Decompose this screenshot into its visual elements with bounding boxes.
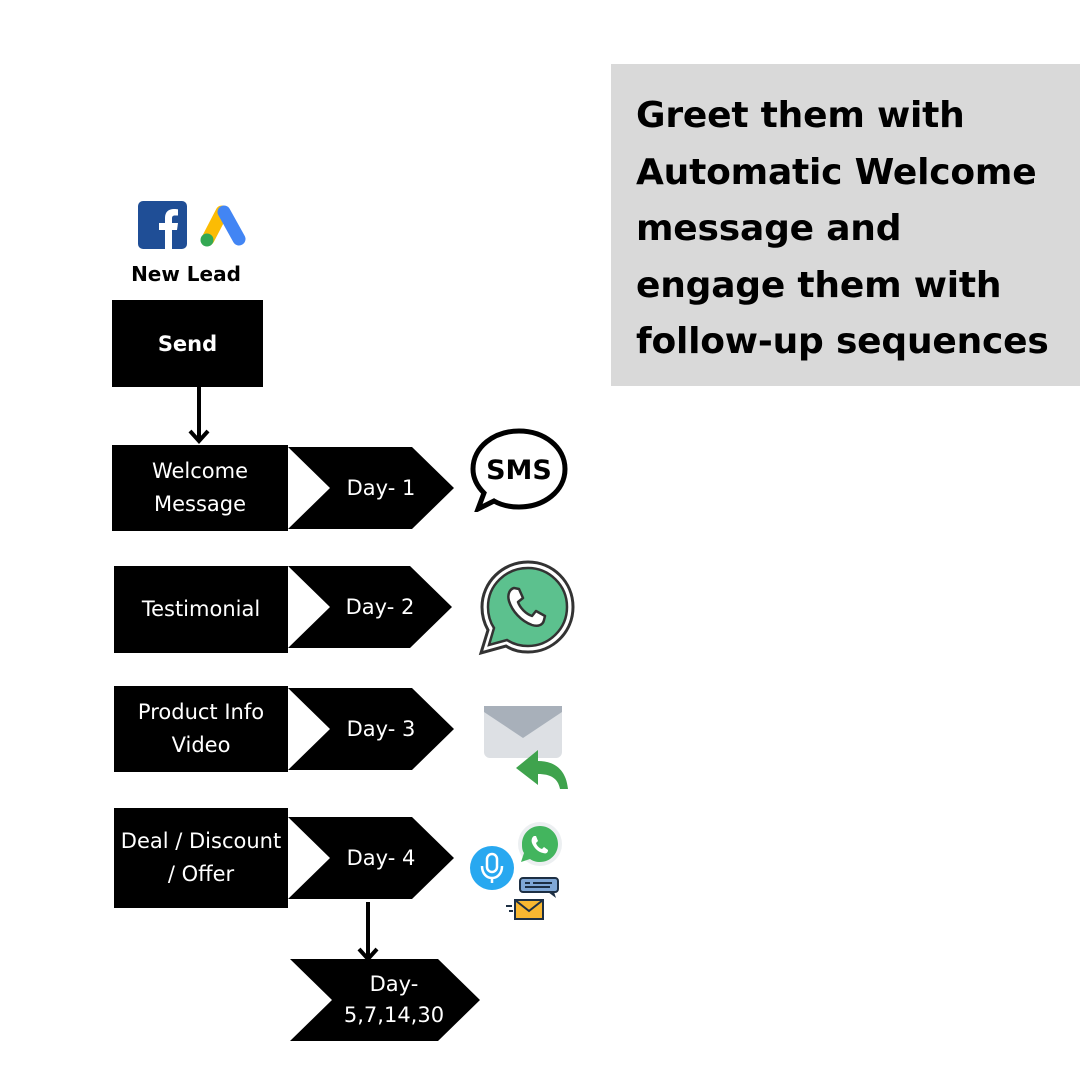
microphone-icon [470, 846, 514, 890]
new-lead-label: New Lead [131, 262, 241, 286]
svg-text:SMS: SMS [486, 455, 552, 486]
day-label-2: Day- 2 [345, 594, 415, 619]
day-chevron-final [290, 959, 480, 1041]
headline-bold-welcome: Welcome [854, 151, 1037, 193]
multi-channel-icon [470, 822, 562, 920]
headline-bold-message: message [636, 208, 814, 249]
whatsapp-icon [478, 560, 575, 656]
envelope-icon [506, 899, 544, 920]
step-box-testimonial: Testimonial [114, 566, 288, 653]
down-arrow-day4 [357, 902, 379, 962]
google-ads-icon [200, 205, 246, 247]
email-reply-icon [484, 706, 568, 789]
day-label-final: Day-5,7,14,30 [343, 972, 445, 1027]
headline-line-1: Greet them with [636, 95, 965, 136]
day-chevron-3 [288, 688, 454, 770]
day-label-3: Day- 3 [346, 716, 416, 741]
headline-line-2: Automatic Welcome [636, 151, 1037, 193]
chat-bubble-icon [519, 877, 559, 898]
send-block: Send [112, 300, 263, 387]
whatsapp-small-icon [518, 822, 562, 866]
headline-line-5: follow-up sequences [636, 321, 1049, 362]
headline-line-3: message and [636, 208, 902, 249]
day-label-4: Day- 4 [346, 845, 416, 870]
day-label-1: Day- 1 [346, 475, 416, 500]
day-chevron-2 [288, 566, 452, 648]
headline-line-4: engage them with [636, 264, 1002, 306]
day-chevron-1 [288, 447, 454, 529]
sms-bubble-icon: SMS [470, 428, 568, 512]
step-box-deal: Deal / Discount/ Offer [114, 808, 288, 908]
headline-panel: Greet them with Automatic Welcome messag… [611, 64, 1080, 386]
facebook-icon [138, 201, 187, 249]
day-chevron-4 [288, 817, 454, 899]
down-arrow-send [188, 386, 210, 444]
